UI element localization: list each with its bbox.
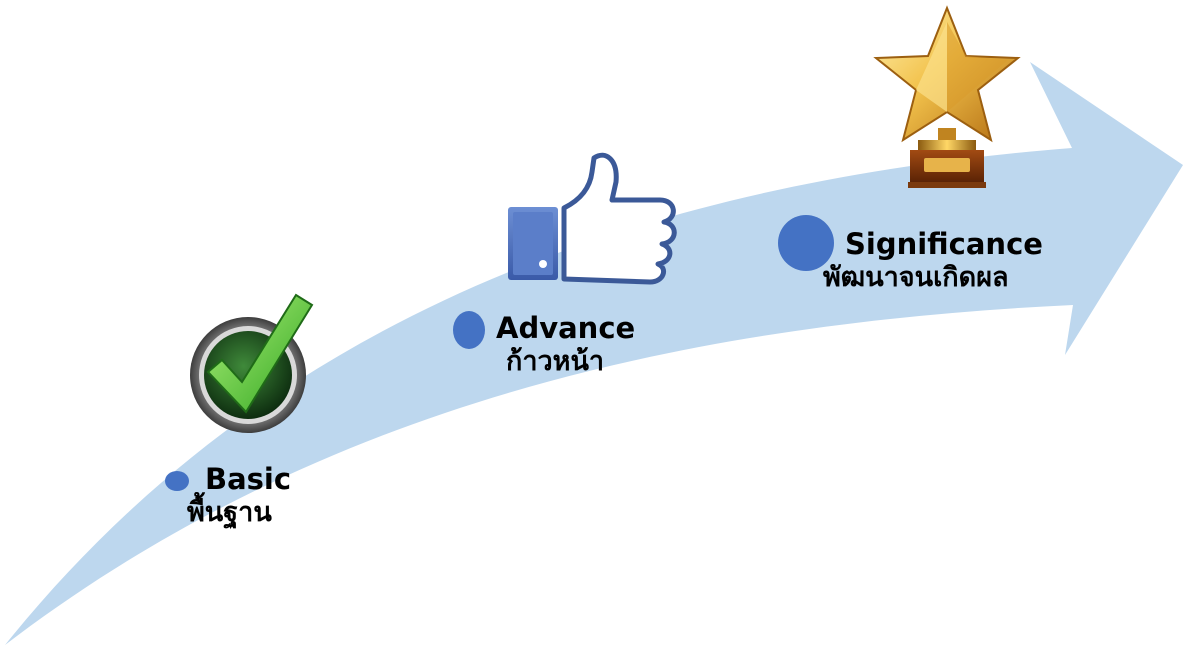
step-advance-label: Advance ก้าวหน้า — [496, 311, 635, 379]
bullet-significance — [778, 215, 834, 271]
step-significance-label: Significance พัฒนาจนเกิดผล — [823, 227, 1043, 295]
step-advance-subtitle: ก้าวหน้า — [506, 346, 605, 377]
growth-arrow — [5, 62, 1183, 645]
bullet-advance — [453, 311, 485, 349]
step-basic-subtitle: พื้นฐาน — [187, 497, 272, 528]
star-trophy-icon — [873, 5, 1021, 188]
step-basic-label: Basic พื้นฐาน — [187, 462, 292, 530]
step-advance-title: Advance — [496, 311, 636, 345]
step-significance-title: Significance — [845, 227, 1043, 261]
checkmark-badge-icon — [190, 293, 314, 433]
step-basic-title: Basic — [205, 462, 292, 496]
bullet-basic — [165, 471, 189, 491]
step-significance-subtitle: พัฒนาจนเกิดผล — [823, 262, 1009, 293]
thumbs-up-icon — [508, 152, 677, 285]
